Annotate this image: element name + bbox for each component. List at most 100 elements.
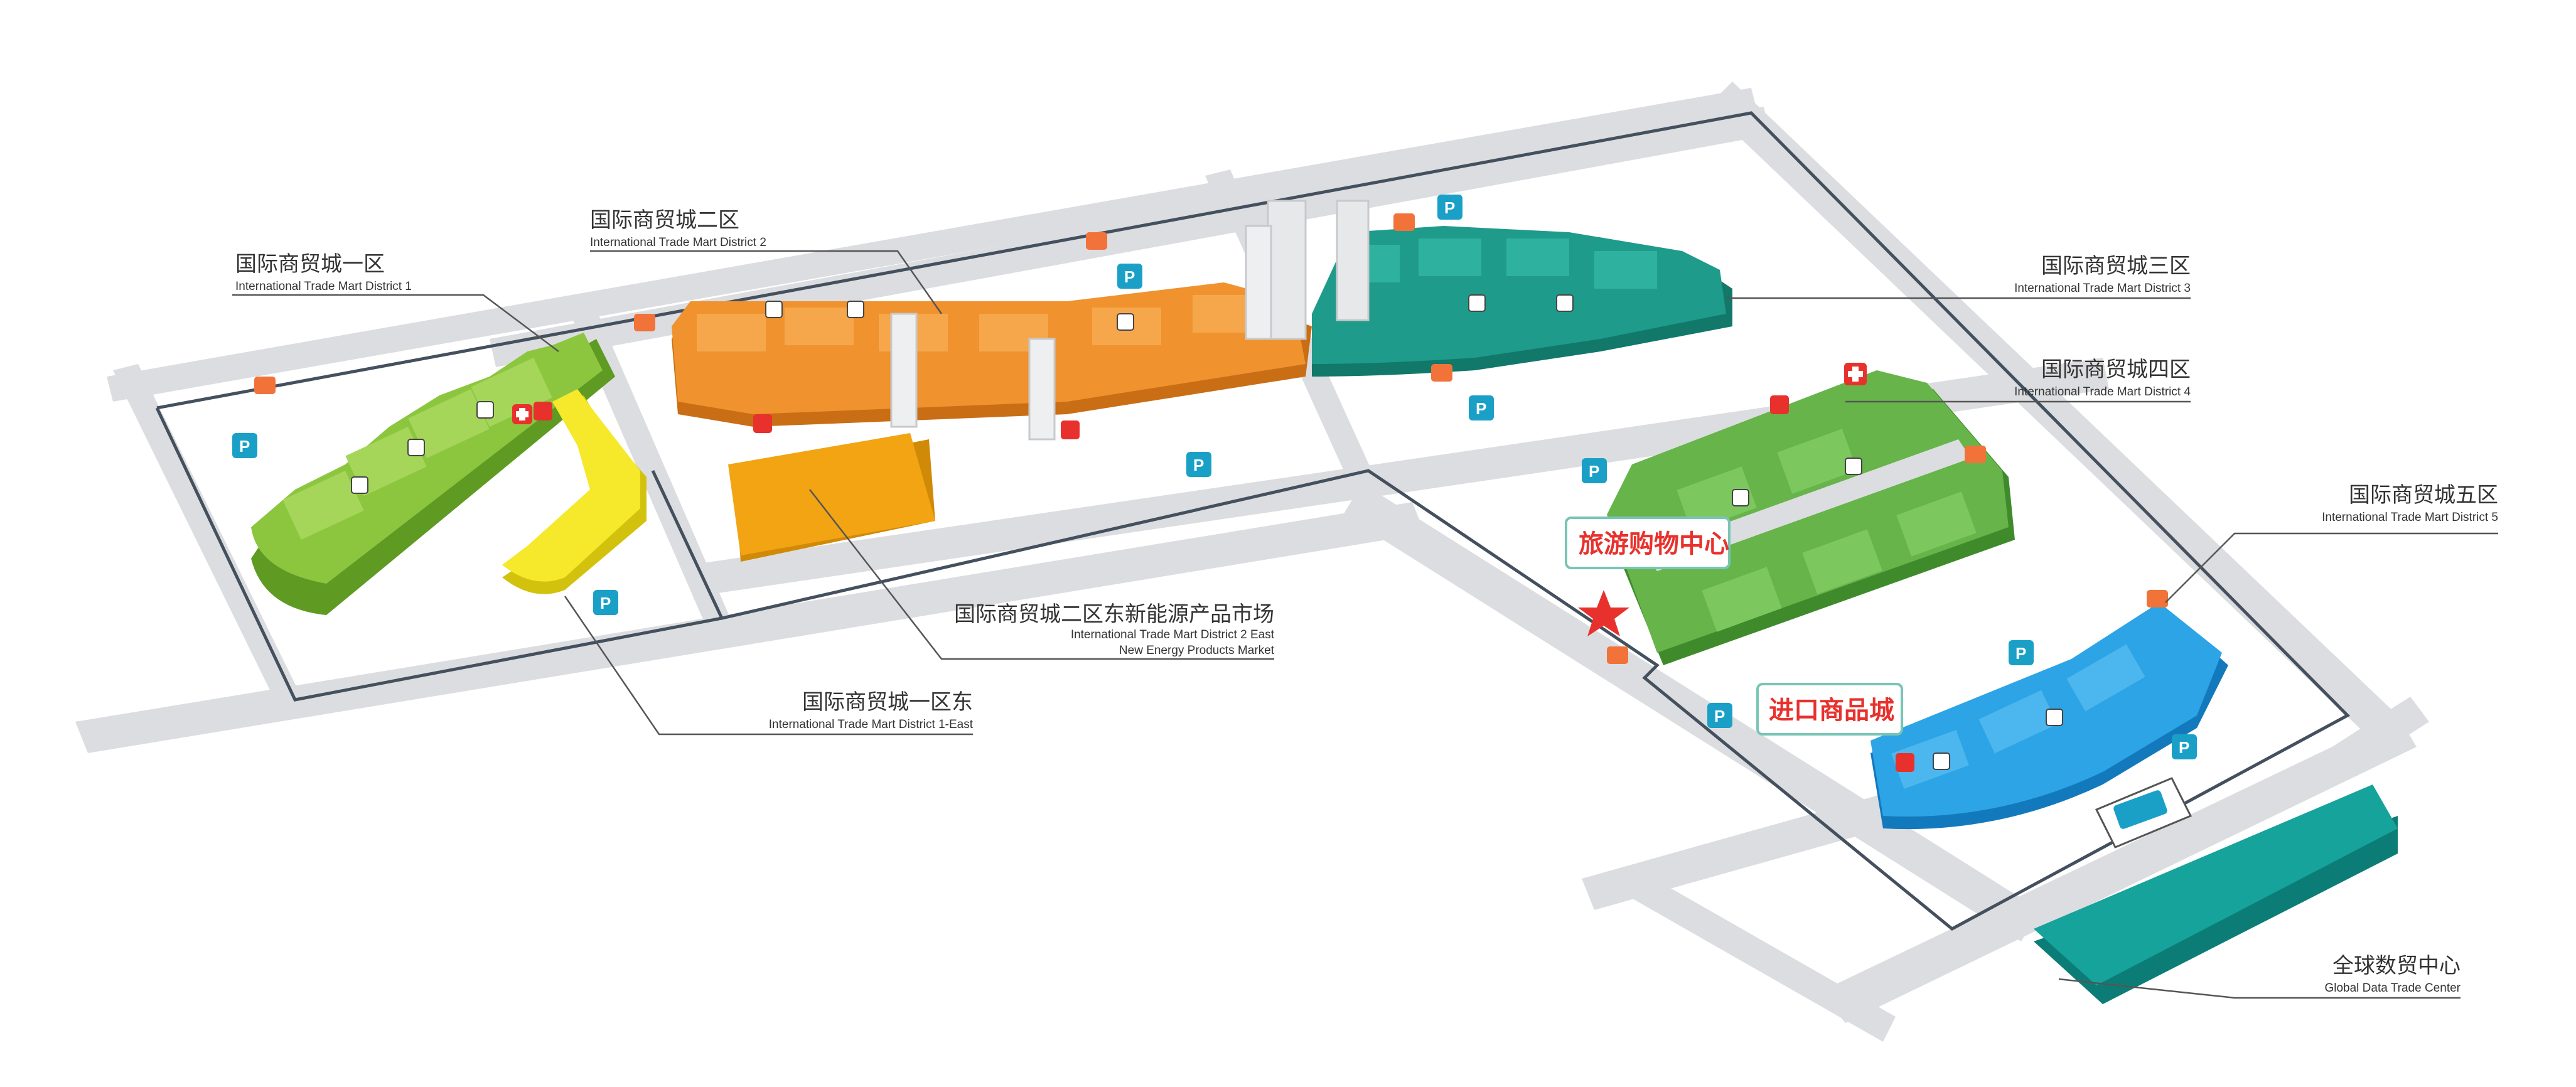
district4-roof-4 — [1802, 529, 1882, 594]
restroom-icon — [407, 439, 425, 456]
restroom-icon — [765, 301, 783, 318]
first-aid-cross-icon — [512, 404, 532, 424]
leader-district5 — [2165, 532, 2498, 603]
district2-market-building — [728, 433, 935, 562]
district1-inner-boundary — [651, 469, 724, 619]
district5-roof-1 — [1891, 729, 1969, 790]
parking-sign-icon: P — [1469, 395, 1494, 420]
road-left-vertical — [113, 364, 301, 703]
district4-roof-5 — [1896, 491, 1977, 557]
district1-east-label-cn: 国际商贸城一区东 — [802, 690, 973, 715]
district5-label: 国际商贸城五区 International Trade Mart Distric… — [2322, 483, 2498, 524]
poi-marker — [534, 402, 552, 420]
tourism-callout-text: 旅游购物中心 — [1579, 530, 1729, 559]
district2-label: 国际商贸城二区 International Trade Mart Distric… — [590, 208, 766, 249]
district5-label-cn: 国际商贸城五区 — [2349, 483, 2498, 508]
district2-tower-1 — [1267, 200, 1307, 340]
parking-signs: P P P P P P P P P P — [232, 195, 2197, 759]
poi-marker — [753, 414, 772, 433]
global-center-label-en: Global Data Trade Center — [2324, 982, 2461, 995]
poi-marker — [1896, 753, 1914, 772]
district4-roof-2 — [1777, 429, 1857, 494]
district2-label-cn: 国际商贸城二区 — [590, 208, 739, 233]
road-left-upper — [107, 88, 1758, 402]
district4-label-cn: 国际商贸城四区 — [2041, 357, 2191, 382]
road-lower-left-branch — [1619, 866, 1896, 1042]
leader-district1-east — [564, 596, 973, 736]
poi-marker — [254, 377, 276, 394]
district1-east-block — [502, 389, 640, 582]
district2-market-label: 国际商贸城二区东新能源产品市场 International Trade Mart… — [954, 602, 1275, 657]
parking-sign-icon: P — [593, 590, 618, 615]
leader-global-center — [2058, 978, 2461, 999]
svg-text:P: P — [2179, 738, 2189, 757]
parking-sign-icon: P — [232, 433, 257, 458]
district1-roof-1 — [282, 471, 364, 540]
leader-district2 — [590, 250, 943, 314]
global-center-building — [2034, 784, 2398, 1004]
restroom-icon — [1845, 458, 1862, 475]
district2-market-label-en1: International Trade Mart District 2 East — [1071, 628, 1275, 641]
district2-market-label-cn: 国际商贸城二区东新能源产品市场 — [954, 602, 1274, 627]
parking-sign-icon: P — [2009, 640, 2034, 665]
district5-label-en: International Trade Mart District 5 — [2322, 511, 2498, 524]
district3-buildings — [1312, 200, 1732, 377]
district2-tower-4 — [890, 313, 918, 428]
district1-east-label: 国际商贸城一区东 International Trade Mart Distri… — [769, 690, 974, 731]
district3-roof-3 — [1506, 238, 1569, 276]
poi-markers — [254, 213, 2168, 772]
svg-text:P: P — [1193, 456, 1204, 474]
poi-marker — [1086, 232, 1107, 250]
restroom-icon — [351, 476, 368, 494]
district2-roof-2 — [785, 308, 854, 345]
svg-text:P: P — [1589, 462, 1599, 481]
svg-text:P: P — [1476, 399, 1486, 418]
restroom-icon — [1468, 294, 1486, 312]
restroom-markers — [351, 294, 2063, 770]
svg-text:P: P — [1714, 707, 1725, 726]
poi-marker — [1393, 213, 1415, 231]
poi-marker — [1770, 395, 1789, 414]
district3-label: 国际商贸城三区 International Trade Mart Distric… — [2014, 254, 2191, 295]
district4-buildings — [1607, 370, 2015, 665]
restroom-icon — [1933, 752, 1950, 770]
poi-marker — [1607, 646, 1628, 664]
district3-label-en: International Trade Mart District 3 — [2014, 282, 2191, 295]
district2-label-en: International Trade Mart District 2 — [590, 236, 766, 249]
restroom-icon — [476, 401, 494, 419]
import-callout: 进口商品城 — [1756, 683, 1903, 736]
road-right-bottom-small — [2322, 697, 2429, 778]
district4-label: 国际商贸城四区 International Trade Mart Distric… — [2014, 357, 2191, 399]
parking-sign-icon: P — [2172, 734, 2197, 759]
restroom-icon — [1117, 313, 1134, 331]
district2-market-label-en2: New Energy Products Market — [1119, 644, 1275, 657]
leader-district2-market — [809, 489, 1274, 660]
parking-sign-icon: P — [1117, 264, 1142, 289]
district1-east-label-en: International Trade Mart District 1-East — [769, 718, 974, 731]
parking-sign-icon: P — [1707, 703, 1732, 728]
district1-label-en: International Trade Mart District 1 — [235, 280, 412, 293]
global-center-label: 全球数贸中心 Global Data Trade Center — [2324, 953, 2461, 995]
restroom-icon — [847, 301, 864, 318]
district4-label-en: International Trade Mart District 4 — [2014, 385, 2191, 399]
road-left-lower — [75, 502, 1425, 753]
svg-text:P: P — [239, 437, 250, 456]
restroom-icon — [1732, 489, 1749, 506]
poi-marker — [634, 314, 655, 331]
bus-icon — [2095, 777, 2192, 849]
district2-tower-2 — [1245, 225, 1272, 340]
district3-roof-4 — [1594, 251, 1657, 289]
leader-district1 — [232, 294, 559, 352]
district4-roof-1 — [1677, 466, 1757, 532]
poi-marker — [1431, 364, 1452, 382]
global-center-top — [2034, 784, 2398, 985]
district1-roof-3 — [408, 389, 490, 458]
road-bottom-right — [1820, 715, 2417, 1023]
import-callout-text: 进口商品城 — [1769, 696, 1894, 725]
district1-east-buildings — [502, 389, 647, 594]
svg-text:P: P — [1124, 267, 1135, 286]
district4-roof-3 — [1702, 567, 1782, 632]
star-icon — [1578, 590, 1629, 636]
global-center-label-cn: 全球数贸中心 — [2332, 953, 2461, 978]
